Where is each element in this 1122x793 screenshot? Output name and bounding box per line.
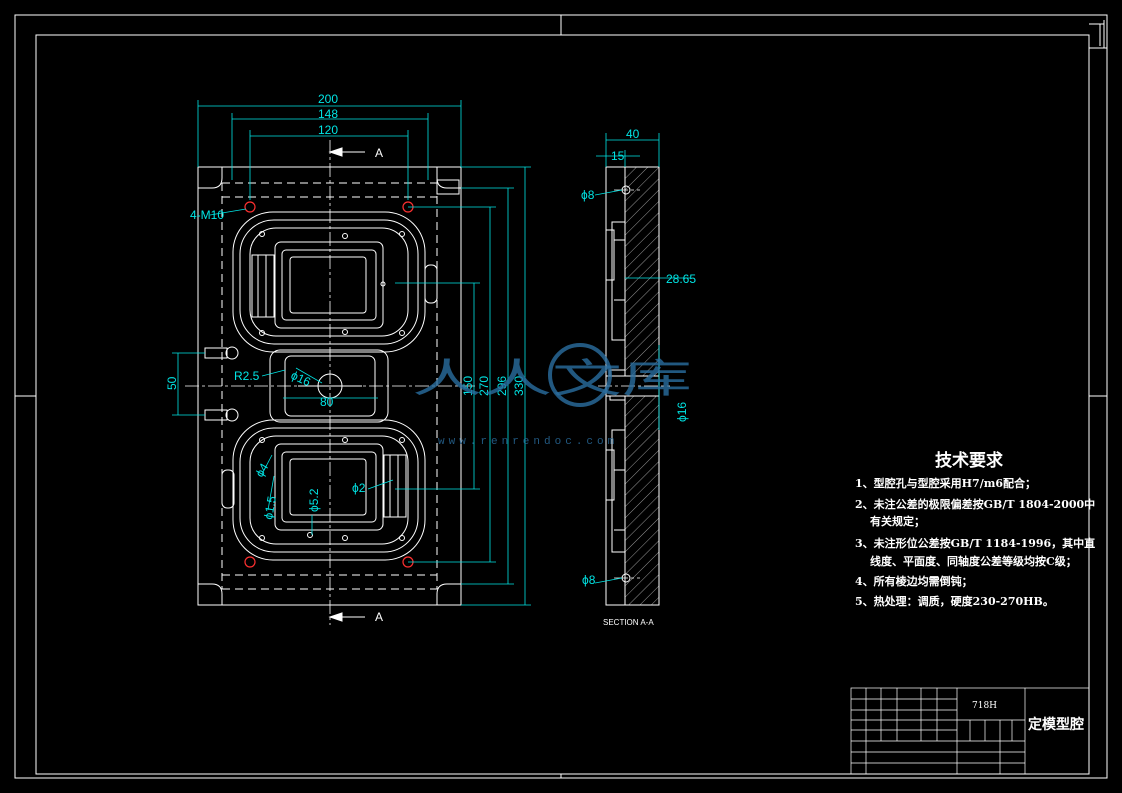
sheet-border <box>14 14 1108 779</box>
callout-80: 80 <box>320 395 334 409</box>
callout-d5-2: ϕ5.2 <box>307 488 321 512</box>
dim-40: 40 <box>626 127 640 141</box>
title-block-part-name: 定模型腔 <box>1028 716 1084 733</box>
title-block-material: 718H <box>972 701 997 711</box>
dim-200: 200 <box>318 92 338 106</box>
dim-50: 50 <box>165 376 179 390</box>
bolt-hole-markers <box>244 201 414 568</box>
watermark-text: 人人文库 <box>412 356 692 402</box>
section-arrows <box>328 147 365 622</box>
watermark-url: www.renrendoc.com <box>438 436 618 448</box>
callout-4-m10: 4-M10 <box>190 208 224 222</box>
requirement-line: 有关规定； <box>870 514 925 528</box>
callout-d16-section: ϕ16 <box>675 402 689 422</box>
requirement-line: 5、热处理：调质，硬度230-270HB。 <box>855 594 1054 608</box>
watermark: 人人文库 www.renrendoc.com <box>412 343 692 448</box>
tech-requirements: 技术要求 1、型腔孔与型腔采用H7/m6配合； 2、未注公差的极限偏差按GB/T… <box>855 450 1095 608</box>
callout-d1-5: ϕ1.5 <box>261 495 279 521</box>
dim-330: 330 <box>512 376 526 396</box>
requirement-line: 4、所有棱边均需倒钝； <box>855 574 973 588</box>
section-caption: SECTION A-A <box>603 618 654 627</box>
front-dimensions <box>172 100 531 606</box>
callout-d8-bottom: ϕ8 <box>582 573 596 587</box>
callout-d8-top: ϕ8 <box>581 188 595 202</box>
section-view <box>598 166 670 606</box>
section-marker-bottom: A <box>375 610 383 624</box>
requirement-line: 2、未注公差的极限偏差按GB/T 1804-2000中 <box>855 497 1095 511</box>
dim-296: 296 <box>495 376 509 396</box>
section-marker-top: A <box>375 146 383 160</box>
requirement-line: 线度、平面度、同轴度公差等级均按C级； <box>870 554 1077 568</box>
front-view <box>185 140 475 625</box>
requirement-line: 3、未注形位公差按GB/T 1184-1996，其中直 <box>855 536 1095 550</box>
callout-d4: ϕ4 <box>252 461 271 480</box>
tech-requirements-title: 技术要求 <box>935 450 1003 471</box>
dim-120: 120 <box>318 123 338 137</box>
section-dimensions <box>594 133 690 584</box>
dim-150: 150 <box>461 376 475 396</box>
bolt-hole-icon <box>244 556 256 568</box>
callout-r2-5: R2.5 <box>234 369 260 383</box>
callout-d2: ϕ2 <box>352 481 366 495</box>
dim-28-65: 28.65 <box>666 272 696 286</box>
dim-148: 148 <box>318 107 338 121</box>
dim-15: 15 <box>611 149 625 163</box>
dim-270: 270 <box>477 376 491 396</box>
title-block <box>850 687 1090 775</box>
bolt-hole-icon <box>244 201 256 213</box>
watermark-logo-icon <box>548 343 612 407</box>
requirement-line: 1、型腔孔与型腔采用H7/m6配合； <box>855 476 1036 490</box>
